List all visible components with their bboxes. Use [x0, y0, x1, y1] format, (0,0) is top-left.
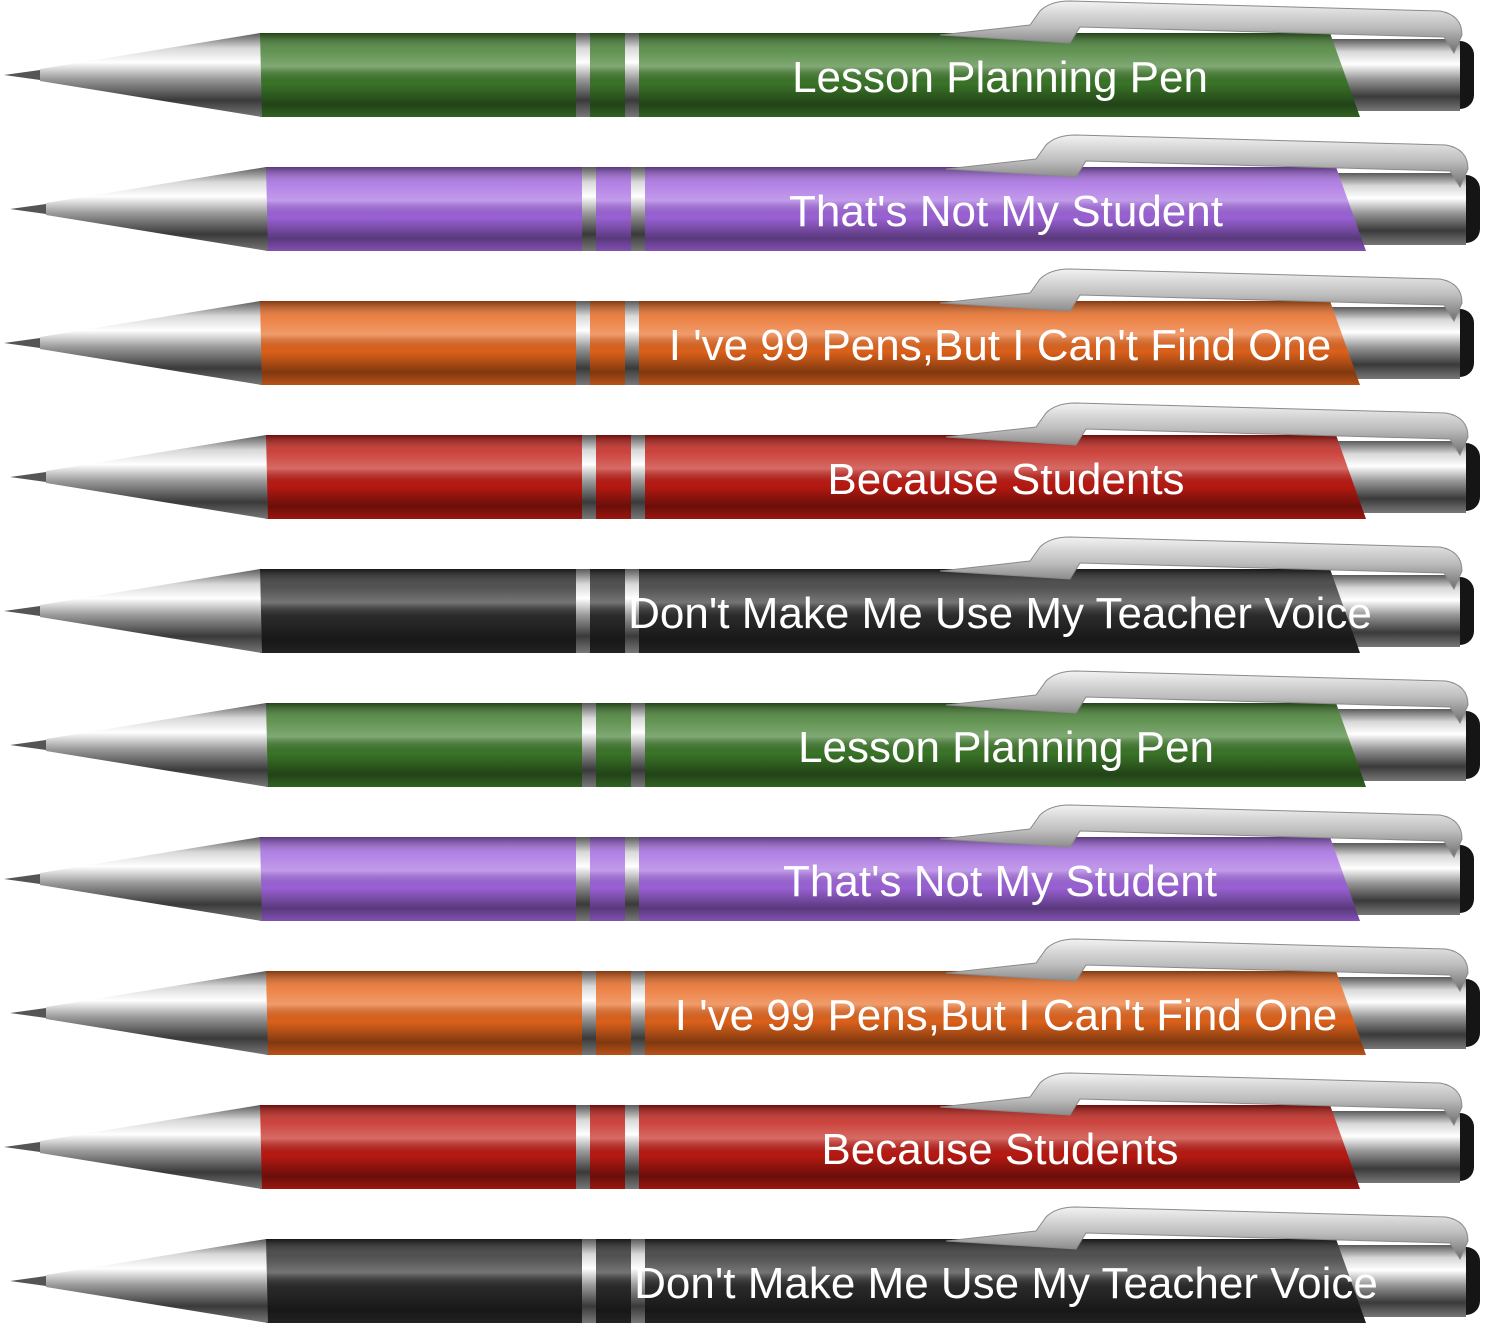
- pen-slogan: Because Students: [827, 455, 1184, 504]
- pen-nib: [4, 606, 40, 616]
- pen-clip: [945, 402, 1469, 457]
- pen-ring: [576, 837, 590, 921]
- pen-ring: [625, 569, 639, 653]
- pen-ring: [576, 1105, 590, 1189]
- pen-clip: [945, 134, 1469, 189]
- pen-ring: [582, 435, 596, 519]
- pen-nib: [10, 204, 46, 214]
- pen-nib: [10, 472, 46, 482]
- pen-ring: [576, 33, 590, 117]
- pen-slogan: I 've 99 Pens,But I Can't Find One: [675, 991, 1338, 1040]
- pen-tip-cone: [40, 837, 262, 921]
- pen-barrel-shading: [266, 971, 1366, 1055]
- pen-clip: [939, 1072, 1463, 1127]
- pen-clip: [939, 0, 1463, 55]
- pen-slogan: Don't Make Me Use My Teacher Voice: [628, 589, 1372, 638]
- pen-slogan: I 've 99 Pens,But I Can't Find One: [669, 321, 1332, 370]
- pen-tip-cone: [46, 703, 268, 787]
- pen-nib: [10, 1276, 46, 1286]
- pen-barrel-shading: [260, 837, 1360, 921]
- pen-barrel-shading: [266, 167, 1366, 251]
- pen-ring: [625, 33, 639, 117]
- pen-barrel-shading: [266, 1239, 1366, 1323]
- pen-black: Don't Make Me Use My Teacher Voice: [4, 536, 1474, 653]
- pen-tip-cone: [40, 569, 262, 653]
- pen-nib: [4, 1142, 40, 1152]
- pen-ring: [625, 301, 639, 385]
- pen-tip-cone: [40, 1105, 262, 1189]
- pen-barrel-shading: [260, 301, 1360, 385]
- pen-ring: [576, 569, 590, 653]
- pen-barrel-shading: [266, 435, 1366, 519]
- pen-barrel-shading: [260, 33, 1360, 117]
- pen-ring: [625, 837, 639, 921]
- pen-slogan: That's Not My Student: [789, 187, 1223, 236]
- pen-nib: [10, 1008, 46, 1018]
- pen-ring: [582, 971, 596, 1055]
- pen-green: Lesson Planning Pen: [4, 0, 1474, 117]
- pen-ring: [576, 301, 590, 385]
- pen-clip: [945, 1206, 1469, 1261]
- pen-tip-cone: [46, 971, 268, 1055]
- pen-orange: I 've 99 Pens,But I Can't Find One: [10, 938, 1480, 1055]
- pen-nib: [10, 740, 46, 750]
- pen-slogan: Don't Make Me Use My Teacher Voice: [634, 1259, 1378, 1308]
- pen-tip-cone: [46, 435, 268, 519]
- pen-tip-cone: [46, 1239, 268, 1323]
- pen-tip-cone: [40, 301, 262, 385]
- pen-ring: [625, 1105, 639, 1189]
- pen-ring: [582, 1239, 596, 1323]
- pen-clip: [945, 938, 1469, 993]
- pen-barrel-shading: [266, 703, 1366, 787]
- pen-green: Lesson Planning Pen: [10, 670, 1480, 787]
- pen-clip: [939, 268, 1463, 323]
- pen-black: Don't Make Me Use My Teacher Voice: [10, 1206, 1480, 1323]
- pen-ring: [582, 703, 596, 787]
- pen-slogan: Lesson Planning Pen: [792, 53, 1208, 102]
- pen-nib: [4, 874, 40, 884]
- pen-tip-cone: [40, 33, 262, 117]
- pen-nib: [4, 70, 40, 80]
- pen-slogan: That's Not My Student: [783, 857, 1217, 906]
- pen-ring: [631, 167, 645, 251]
- pen-clip: [939, 536, 1463, 591]
- pen-ring: [582, 167, 596, 251]
- pen-red: Because Students: [10, 402, 1480, 519]
- pen-purple: That's Not My Student: [10, 134, 1480, 251]
- pen-orange: I 've 99 Pens,But I Can't Find One: [4, 268, 1474, 385]
- pen-clip: [939, 804, 1463, 859]
- pen-ring: [631, 1239, 645, 1323]
- pen-barrel-shading: [260, 1105, 1360, 1189]
- pen-ring: [631, 703, 645, 787]
- pen-purple: That's Not My Student: [4, 804, 1474, 921]
- pen-ring: [631, 435, 645, 519]
- pen-red: Because Students: [4, 1072, 1474, 1189]
- pen-ring: [631, 971, 645, 1055]
- pen-tip-cone: [46, 167, 268, 251]
- pen-slogan: Because Students: [821, 1125, 1178, 1174]
- pen-clip: [945, 670, 1469, 725]
- pen-slogan: Lesson Planning Pen: [798, 723, 1214, 772]
- pen-nib: [4, 338, 40, 348]
- pen-barrel-shading: [260, 569, 1360, 653]
